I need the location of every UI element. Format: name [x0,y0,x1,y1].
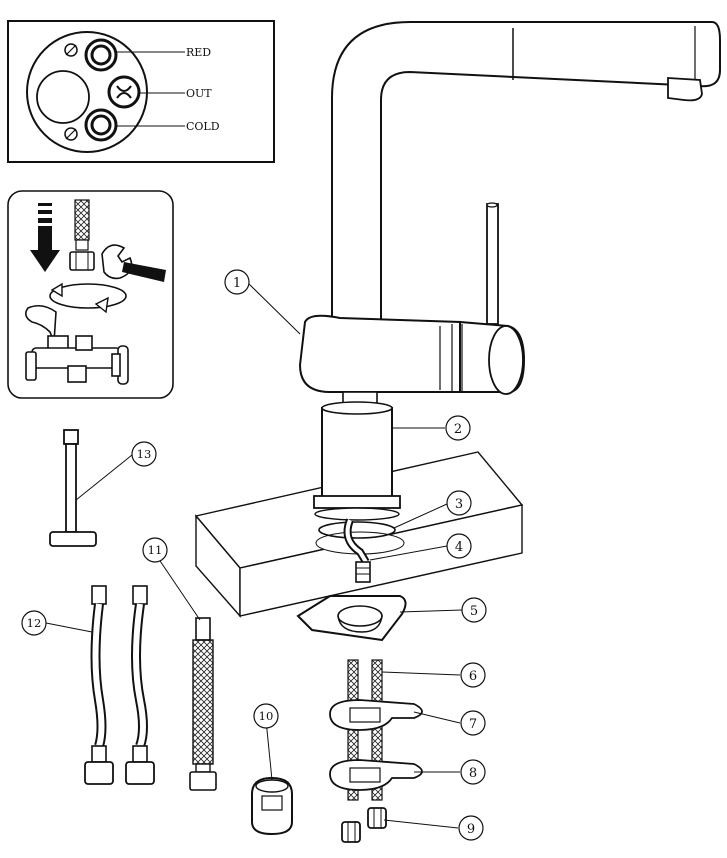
callout-number: 11 [148,543,163,557]
outlet-port-icon [107,75,141,109]
hex-nut [341,807,387,843]
mounting-bracket [296,595,407,642]
flexible-hose-right [125,585,155,785]
callout-7: 7 [460,710,486,736]
flexible-hose-left [84,585,114,785]
callout-1: 1 [224,269,250,295]
down-arrow-icon [30,203,60,272]
callout-12: 12 [21,610,47,636]
base-escutcheon [313,401,401,521]
callout-4: 4 [446,533,472,559]
callout-11: 11 [142,537,168,563]
callout-10: 10 [253,703,279,729]
wrench-icon [101,244,166,282]
faucet-body [298,21,721,413]
callout-number: 13 [137,447,152,461]
callout-number: 6 [469,669,477,684]
callout-5: 5 [461,597,487,623]
callout-13: 13 [131,441,157,467]
mount-hole-icon [64,127,78,141]
callout-number: 9 [467,822,475,837]
rotate-arrow-icon [49,282,127,314]
callout-number: 7 [469,717,477,732]
horseshoe-washer-upper [329,699,423,731]
callout-8: 8 [460,759,486,785]
braided-hose [189,617,217,791]
callout-number: 10 [259,709,274,723]
leader-lines [45,282,463,829]
callout-number: 8 [469,766,477,781]
outlet-pipe [343,518,371,583]
red-label: RED [186,46,211,59]
mount-hole-icon [64,43,78,57]
callout-number: 4 [455,540,463,555]
inlet-diagram-panel: RED OUT COLD [7,20,275,163]
callout-9: 9 [458,815,484,841]
braided-hose-icon [69,199,95,271]
hose-coupling [251,776,293,836]
gasket-ring [318,521,396,539]
callout-number: 2 [454,422,462,437]
callout-number: 3 [455,497,463,512]
install-instruction-panel [7,190,174,399]
callout-6: 6 [460,662,486,688]
cold-label: COLD [186,120,220,133]
callout-3: 3 [446,490,472,516]
callout-2: 2 [445,415,471,441]
angle-valve-icon [24,304,129,385]
horseshoe-washer-lower [329,759,423,791]
callout-number: 1 [233,276,241,291]
callout-number: 5 [470,604,478,619]
hot-inlet-port-icon [84,38,118,72]
out-label: OUT [186,87,212,100]
callout-number: 12 [27,616,42,630]
cold-inlet-port-icon [84,108,118,142]
t-wrench-tool [49,429,97,547]
